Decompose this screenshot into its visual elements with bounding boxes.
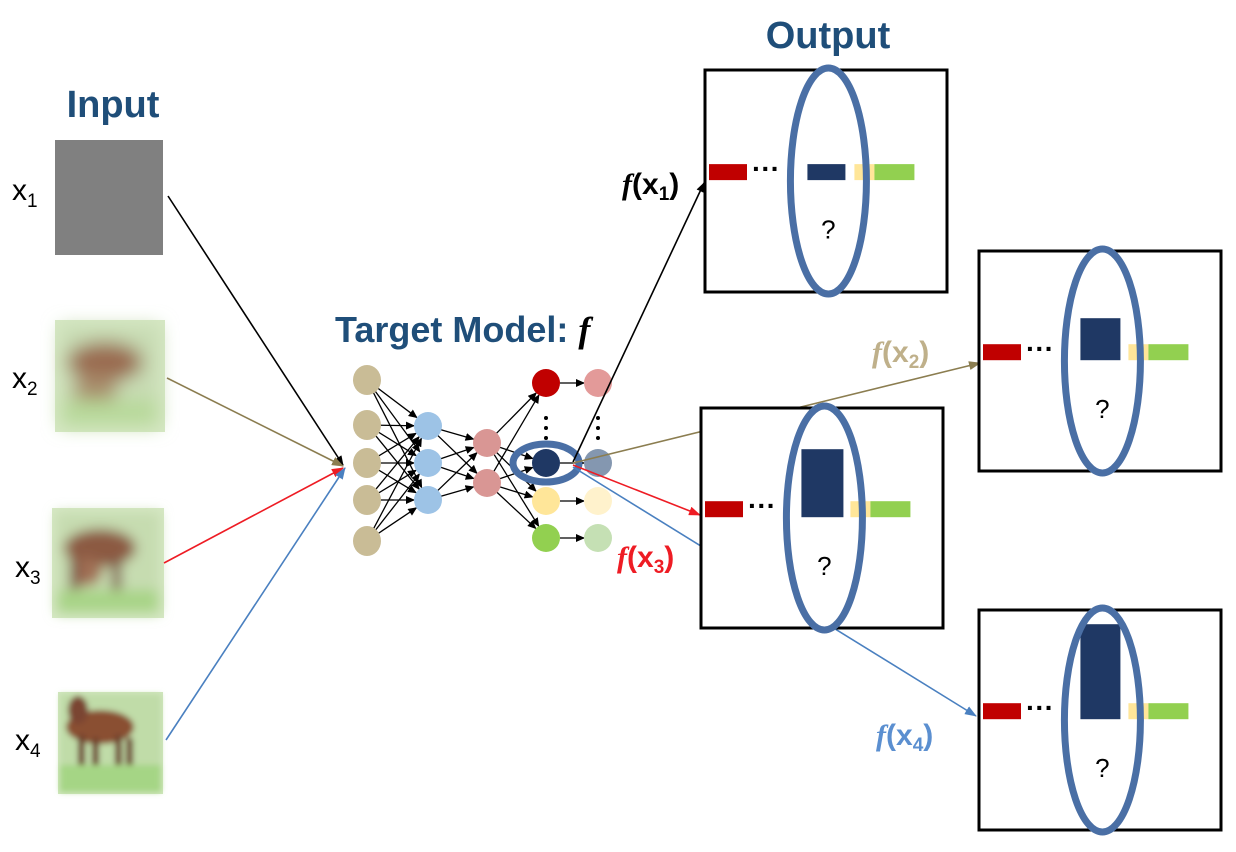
input-layer-neuron <box>353 410 381 440</box>
input-title: Input <box>67 84 160 126</box>
class-bar-red <box>709 164 747 181</box>
input-layer-neuron <box>353 526 381 556</box>
model-title-prefix: Target Model: <box>335 309 578 350</box>
highlight-ellipse-icon <box>786 64 870 298</box>
class-bar-green <box>874 164 915 181</box>
output-panel-2: ···? <box>977 245 1223 477</box>
class-bar-navy <box>801 449 844 518</box>
output-neuron <box>532 449 560 477</box>
class-bar-navy <box>1080 318 1121 361</box>
arrow-input-1 <box>167 195 344 466</box>
neural-network-icon <box>353 365 612 556</box>
output-label-3: f(x3) <box>617 541 674 578</box>
network-edge <box>440 428 475 441</box>
ellipsis-dots: ··· <box>752 153 780 184</box>
network-edge <box>499 486 534 499</box>
network-edge <box>436 434 478 474</box>
network-edge <box>377 431 417 457</box>
highlight-ellipse-icon <box>782 402 866 634</box>
arrow-input-3 <box>163 467 344 564</box>
highlight-ellipse-icon <box>509 440 583 486</box>
network-edge <box>496 491 537 530</box>
class-bar-green <box>870 501 911 518</box>
output-neuron <box>532 487 560 515</box>
output-label-4: f(x4) <box>876 719 933 756</box>
network-edge <box>377 432 417 457</box>
hidden-layer-neuron <box>414 486 442 514</box>
question-mark: ? <box>821 215 835 245</box>
network-edge <box>377 469 417 494</box>
softmax-neuron <box>584 449 612 477</box>
network-edge <box>374 436 420 491</box>
softmax-neuron <box>584 487 612 515</box>
input-label-2: x2 <box>12 362 38 400</box>
input-label-4: x4 <box>15 724 41 762</box>
input-label-3: x3 <box>15 551 41 589</box>
question-mark: ? <box>1095 753 1109 783</box>
hidden-layer-neuron <box>414 412 442 440</box>
output-panel-3: ···? <box>699 402 945 634</box>
arrow-output-3 <box>572 464 701 516</box>
output-label-2: f(x2) <box>872 336 929 373</box>
ellipsis-dots: ··· <box>1026 692 1054 723</box>
ellipsis-dot <box>544 426 548 430</box>
highlight-ellipse-icon <box>1060 245 1144 477</box>
ellipsis-dot <box>596 436 600 440</box>
output-panel-1: ···? <box>703 64 949 298</box>
input-label-1: x1 <box>12 174 38 212</box>
input-layer-neuron <box>353 365 381 395</box>
output-neuron <box>532 524 560 552</box>
output-neuron <box>532 369 560 397</box>
network-edge <box>495 392 537 435</box>
softmax-neuron <box>584 524 612 552</box>
model-title-symbol: f <box>578 310 593 350</box>
ellipsis-dot <box>596 426 600 430</box>
arrow-input-4 <box>165 467 346 741</box>
model-title: Target Model: f <box>335 309 593 350</box>
class-bar-green <box>1148 344 1189 361</box>
network-edge <box>376 387 418 419</box>
input-image-3 <box>52 508 164 618</box>
network-edge <box>493 453 540 527</box>
class-bar-navy <box>807 164 846 181</box>
output-title: Output <box>766 15 891 57</box>
question-mark: ? <box>817 551 831 581</box>
network-edge <box>372 437 423 530</box>
network-edge <box>436 452 478 492</box>
input-layer-neuron <box>353 485 381 515</box>
hidden-layer-neuron <box>414 449 442 477</box>
network-edge <box>440 446 475 460</box>
output-label-1: f(x1) <box>622 168 679 205</box>
network-edge <box>379 421 416 430</box>
arrow-output-1 <box>572 182 705 463</box>
network-edge <box>374 473 420 532</box>
ellipsis-dot <box>544 416 548 420</box>
highlight-ellipse-icon <box>1060 604 1144 836</box>
class-bar-green <box>1148 703 1189 720</box>
network-edge <box>440 485 475 498</box>
question-mark: ? <box>1095 394 1109 424</box>
network-edge <box>493 394 540 473</box>
class-bar-red <box>705 501 743 518</box>
ellipsis-dot <box>596 416 600 420</box>
ellipsis-dot <box>544 436 548 440</box>
class-bar-red <box>983 344 1021 361</box>
input-image-2 <box>55 320 165 432</box>
class-bar-navy <box>1080 624 1121 720</box>
hidden-layer-neuron <box>473 429 501 457</box>
input-layer-neuron <box>353 448 381 478</box>
input-image-1 <box>55 140 163 255</box>
arrow-input-2 <box>166 377 344 467</box>
ellipsis-dots: ··· <box>748 490 776 521</box>
ellipsis-dots: ··· <box>1026 333 1054 364</box>
hidden-layer-neuron <box>473 469 501 497</box>
network-edge <box>377 507 418 535</box>
output-panel-4: ···? <box>977 604 1223 836</box>
class-bar-red <box>983 703 1021 720</box>
softmax-neuron <box>584 369 612 397</box>
input-image-4 <box>58 692 163 794</box>
network-edge <box>372 391 423 489</box>
